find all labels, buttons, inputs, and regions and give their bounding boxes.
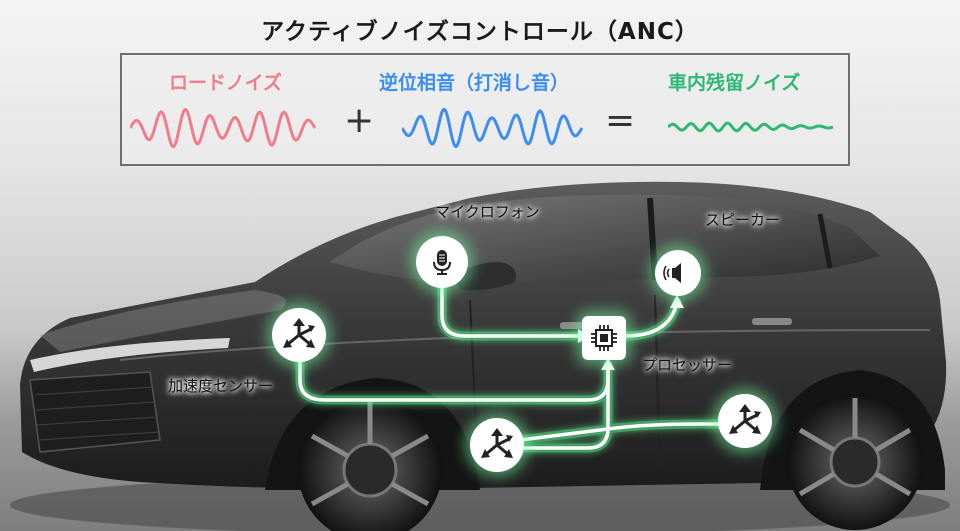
accel-sensor-node-center xyxy=(470,418,524,472)
microphone-node xyxy=(416,236,468,288)
anti-phase-wave xyxy=(402,107,584,149)
plus-operator: + xyxy=(344,100,375,141)
car-grille xyxy=(29,371,161,453)
accelerometer-icon xyxy=(481,428,513,458)
residual-noise-wave xyxy=(668,121,834,133)
anc-formula-box xyxy=(120,53,850,166)
speaker-icon xyxy=(663,263,681,283)
accelerometer-icon xyxy=(729,404,761,434)
accelerometer-icon xyxy=(283,318,315,348)
processor-chip-icon xyxy=(591,325,617,351)
residual-noise-label: 車内残留ノイズ xyxy=(668,72,801,94)
equals-operator: = xyxy=(605,100,636,141)
accel-sensor-node-rear xyxy=(718,394,772,448)
rear-wheel xyxy=(787,394,923,530)
accel-sensor-node-front xyxy=(272,308,326,362)
front-wheel xyxy=(298,398,442,531)
microphone-label: マイクロフォン xyxy=(435,203,540,221)
page-title: アクティブノイズコントロール（ANC） xyxy=(261,19,699,45)
road-noise-label: ロードノイズ xyxy=(169,72,283,94)
signal-paths xyxy=(295,283,727,453)
accel-sensor-label: 加速度センサー xyxy=(168,377,274,395)
microphone-icon xyxy=(433,250,451,275)
processor-label: プロセッサー xyxy=(642,356,733,374)
anti-phase-label: 逆位相音（打消し音） xyxy=(379,72,570,94)
processor-node xyxy=(582,316,626,360)
speaker-node xyxy=(655,250,701,296)
speaker-label: スピーカー xyxy=(705,211,781,229)
road-noise-wave xyxy=(130,108,317,149)
